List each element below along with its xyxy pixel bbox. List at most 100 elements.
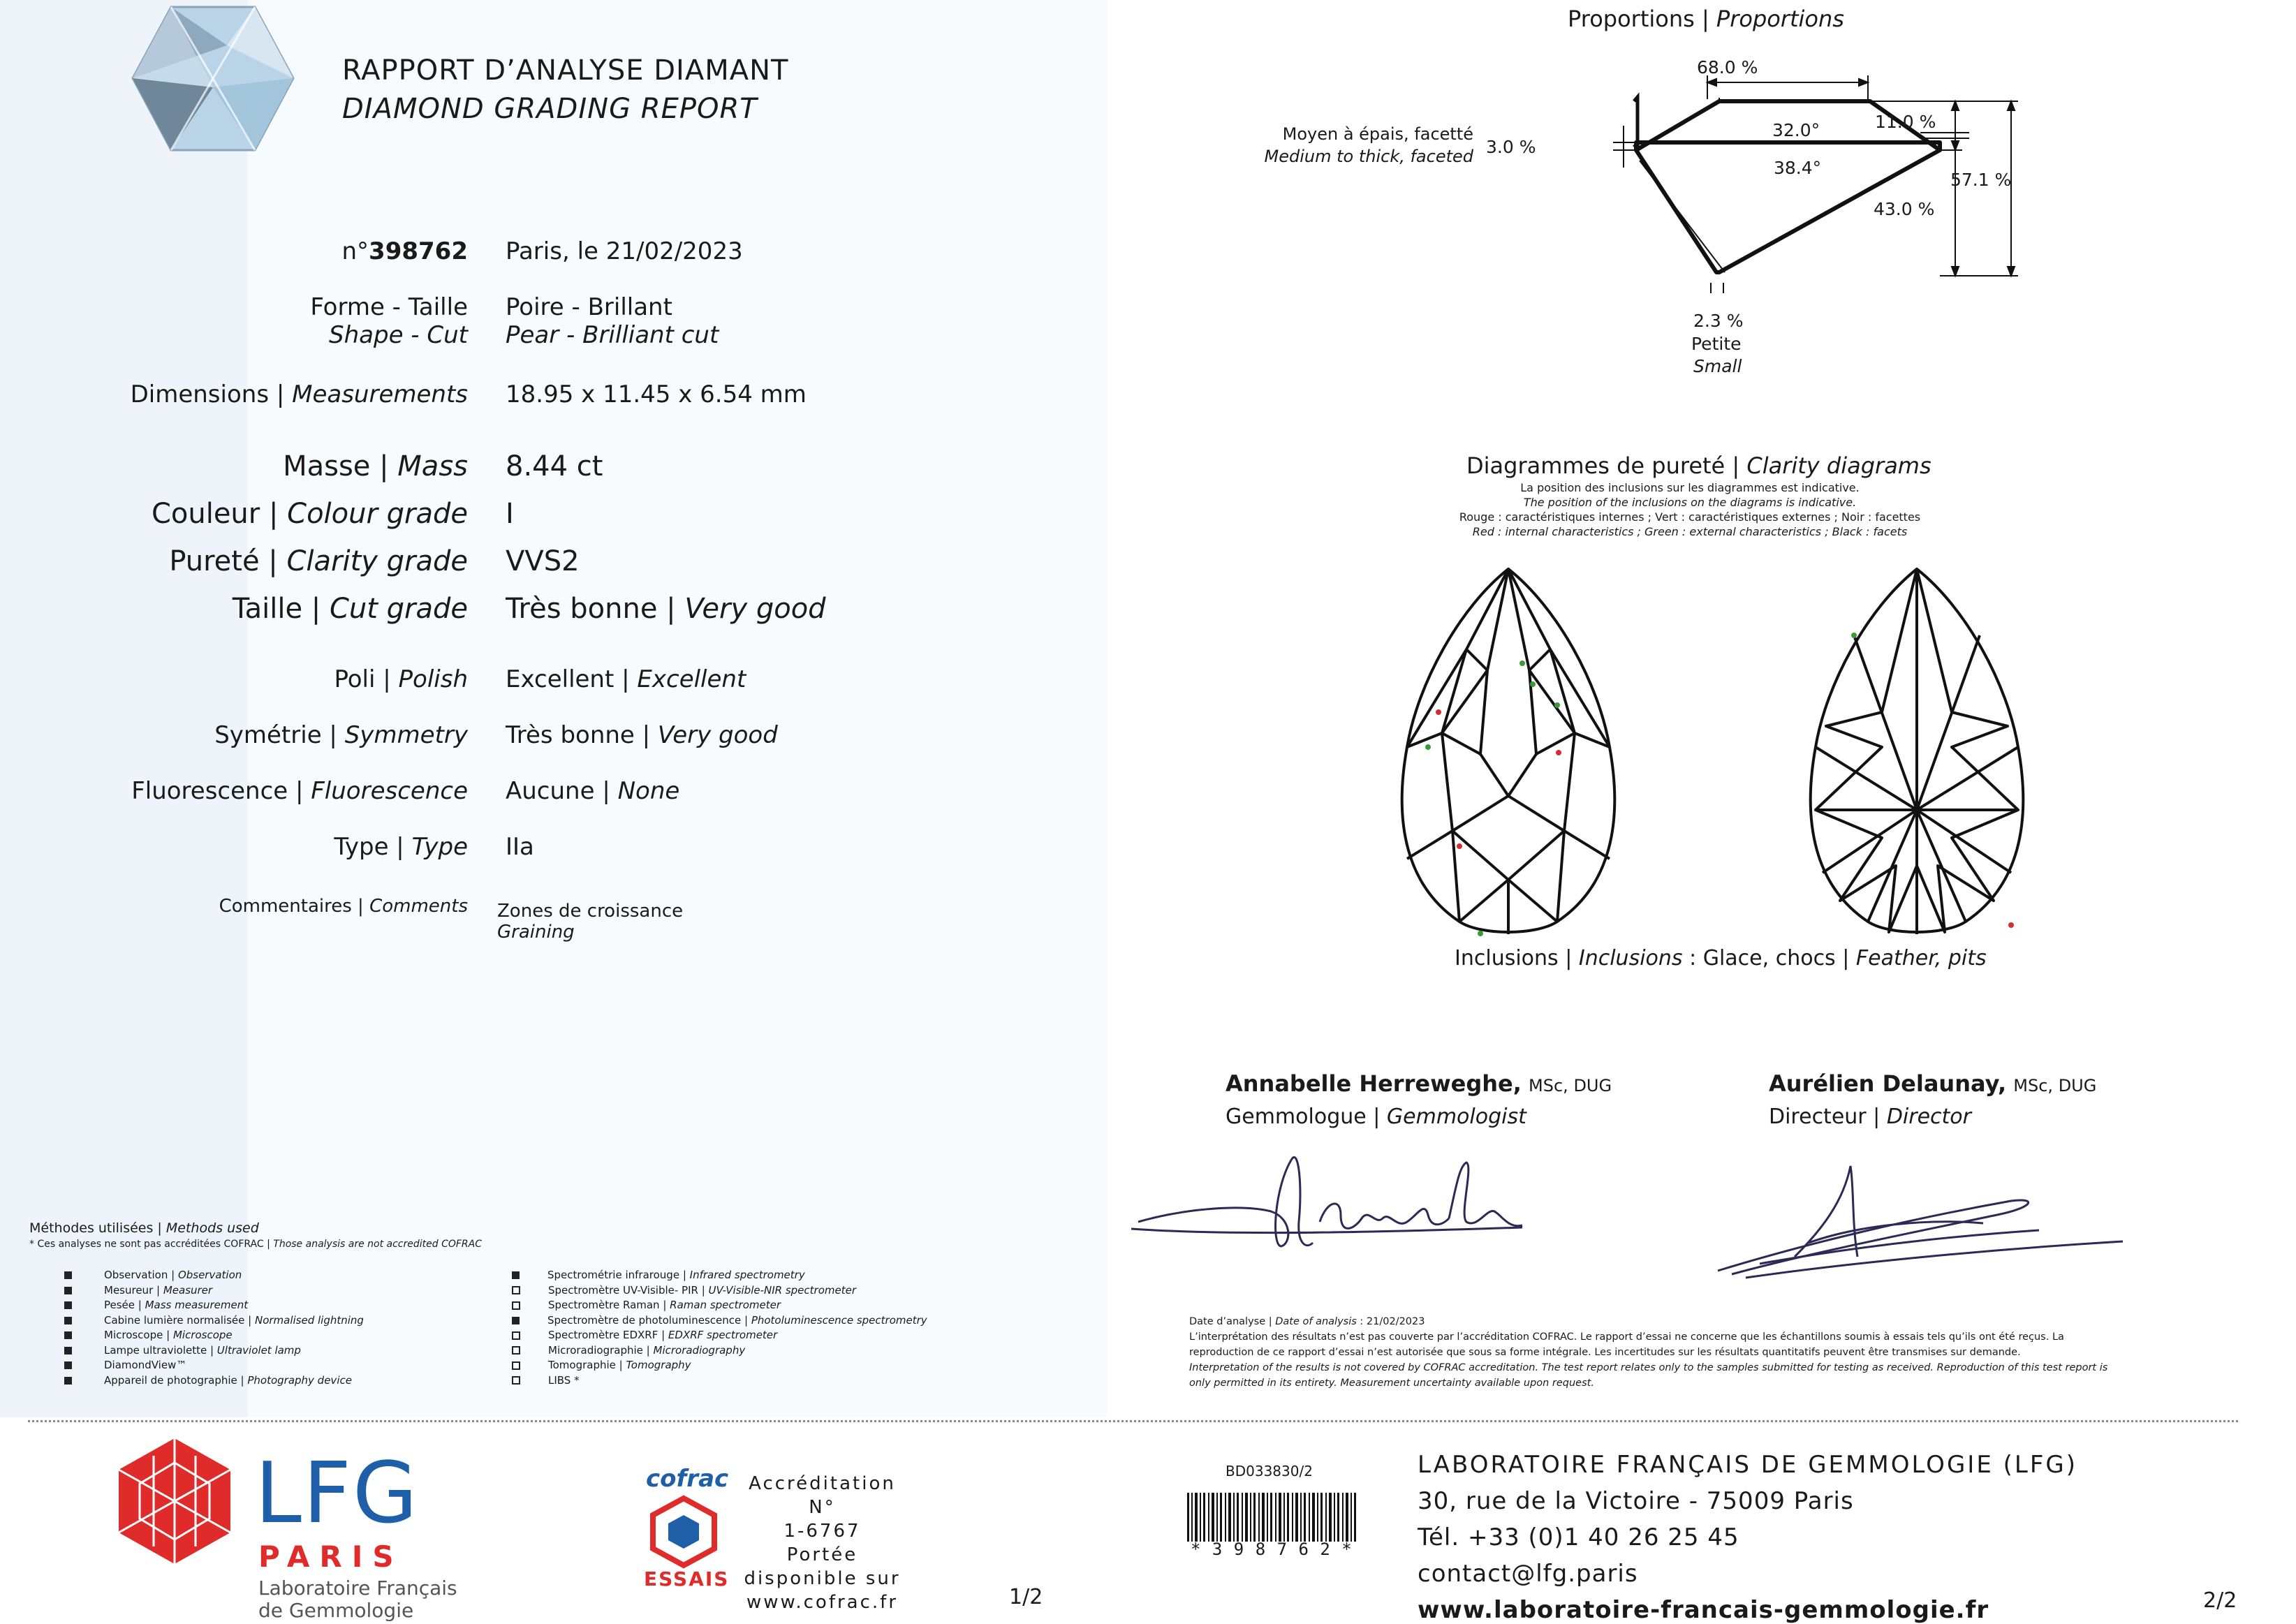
report-number: 398762 xyxy=(369,237,468,265)
left-tint-panel xyxy=(0,0,248,1417)
comments-label: Commentaires | Comments xyxy=(219,896,468,917)
girdle-desc-en: Medium to thick, faceted xyxy=(1264,147,1473,166)
method-item: Lampe ultraviolette | Ultraviolet lamp xyxy=(64,1343,364,1359)
signatory-1: Annabelle Herreweghe, MSc, DUG xyxy=(1226,1070,1612,1097)
barcode-id: BD033830/2 xyxy=(1226,1463,1313,1479)
clarity-title: Diagrammes de pureté | Clarity diagrams xyxy=(1466,452,1931,479)
comments-value-en: Graining xyxy=(497,922,575,943)
girdle-desc-fr: Moyen à épais, facetté xyxy=(1282,124,1473,144)
comments-value-fr: Zones de croissance xyxy=(497,901,684,922)
method-item: Spectromètre EDXRF | EDXRF spectrometer xyxy=(512,1328,927,1343)
method-item: Appareil de photographie | Photography d… xyxy=(64,1373,364,1389)
pavilion-depth: 43.0 % xyxy=(1874,199,1935,219)
lfg-crystal-logo xyxy=(118,1438,231,1564)
girdle-pct: 3.0 % xyxy=(1486,137,1536,157)
methods-note: * Ces analyses ne sont pas accréditées C… xyxy=(29,1239,483,1250)
lab-name: LABORATOIRE FRANÇAIS DE GEMMOLOGIE (LFG) xyxy=(1418,1451,2077,1479)
colour-label: Couleur | Colour grade xyxy=(151,498,468,530)
title-fr: RAPPORT D’ANALYSE DIAMANT xyxy=(342,54,789,87)
lab-website: www.laboratoire-francais-gemmologie.fr xyxy=(1418,1596,1989,1624)
dimensions-label: Dimensions | Measurements xyxy=(130,381,468,408)
cut-label: Taille | Cut grade xyxy=(232,593,468,625)
crown-angle: 32.0° xyxy=(1772,120,1820,140)
legal-block: Date d’analyse | Date of analysis : 21/0… xyxy=(1189,1314,2251,1391)
mid-tint-panel xyxy=(248,0,1107,1417)
report-number-label: n°398762 xyxy=(49,237,468,265)
lab-email: contact@lfg.paris xyxy=(1418,1560,1638,1588)
total-depth: 57.1 % xyxy=(1950,170,2012,190)
title-en: DIAMOND GRADING REPORT xyxy=(342,93,758,125)
report-number-prefix: n° xyxy=(341,237,369,265)
page-number-2: 2/2 xyxy=(2203,1588,2237,1613)
lab-phone: Tél. +33 (0)1 40 26 25 45 xyxy=(1418,1523,1739,1551)
page-number-1: 1/2 xyxy=(1009,1585,1043,1609)
fluorescence-value: Aucune | None xyxy=(506,777,680,805)
methods-left-list: Observation | Observation Mesureur | Mea… xyxy=(64,1268,364,1388)
proportions-diagram xyxy=(1613,75,2018,293)
method-item: Spectromètre UV-Visible- PIR | UV-Visibl… xyxy=(512,1283,927,1299)
place-date: Paris, le 21/02/2023 xyxy=(506,237,743,265)
shape-label-en: Shape - Cut xyxy=(329,321,468,349)
polish-value: Excellent | Excellent xyxy=(506,665,746,693)
pavilion-angle: 38.4° xyxy=(1774,158,1822,178)
cofrac-logo-icon xyxy=(650,1495,717,1569)
cofrac-wordmark: cofrac xyxy=(646,1465,729,1493)
method-item: Spectromètre de photoluminescence | Phot… xyxy=(512,1313,927,1329)
crown-height: 11.0 % xyxy=(1875,112,1936,132)
method-item: Pesée | Mass measurement xyxy=(64,1298,364,1313)
type-label: Type | Type xyxy=(334,833,468,861)
lab-street: 30, rue de la Victoire - 75009 Paris xyxy=(1418,1487,1854,1515)
clarity-notes: La position des inclusions sur les diagr… xyxy=(1459,481,1921,538)
culet-desc-fr: Petite xyxy=(1691,334,1742,354)
culet-desc-en: Small xyxy=(1693,356,1742,376)
lfg-lab-line2: de Gemmologie xyxy=(258,1599,414,1622)
method-item: Tomographie | Tomography xyxy=(512,1358,927,1373)
mass-label: Masse | Mass xyxy=(283,450,468,482)
signatory-2-role: Directeur | Director xyxy=(1769,1105,1971,1129)
clarity-value: VVS2 xyxy=(506,545,580,577)
dimensions-value: 18.95 x 11.45 x 6.54 mm xyxy=(506,381,807,408)
cut-value: Très bonne | Very good xyxy=(506,593,826,625)
table-pct: 68.0 % xyxy=(1697,57,1758,77)
methods-title: Méthodes utilisées | Methods used xyxy=(29,1220,259,1236)
footer-divider xyxy=(28,1420,2238,1422)
proportions-title: Proportions | Proportions xyxy=(1568,6,1844,32)
signature-1-image xyxy=(1131,1156,1523,1248)
shape-value-en: Pear - Brilliant cut xyxy=(506,321,719,349)
inclusions-line: Inclusions | Inclusions : Glace, chocs |… xyxy=(1455,946,1987,970)
symmetry-label: Symétrie | Symmetry xyxy=(214,721,468,749)
shape-label-fr: Forme - Taille xyxy=(310,293,468,321)
pavilion-view-diagram xyxy=(1809,568,2025,934)
method-item: Cabine lumière normalisée | Normalised l… xyxy=(64,1313,364,1329)
lfg-paris: PARIS xyxy=(258,1540,404,1574)
signatory-1-role: Gemmologue | Gemmologist xyxy=(1226,1105,1526,1129)
method-item: Mesureur | Measurer xyxy=(64,1283,364,1299)
barcode-text: * 3 9 8 7 6 2 * xyxy=(1191,1540,1353,1559)
fluorescence-label: Fluorescence | Fluorescence xyxy=(131,777,468,805)
lfg-wordmark: LFG xyxy=(255,1445,419,1542)
method-item: Microscope | Microscope xyxy=(64,1328,364,1343)
method-item: DiamondView™ xyxy=(64,1358,364,1373)
cofrac-essais: ESSAIS xyxy=(644,1567,730,1590)
polish-label: Poli | Polish xyxy=(334,665,468,693)
methods-right-list: Spectrométrie infrarouge | Infrared spec… xyxy=(512,1268,927,1388)
cofrac-accreditation: Accréditation N° 1-6767 Portée disponibl… xyxy=(744,1473,901,1613)
culet-pct: 2.3 % xyxy=(1693,311,1744,331)
method-item: Spectrométrie infrarouge | Infrared spec… xyxy=(512,1268,927,1283)
signatory-2: Aurélien Delaunay, MSc, DUG xyxy=(1769,1070,2097,1097)
shape-value-fr: Poire - Brillant xyxy=(506,293,672,321)
method-item: Microradiographie | Microradiography xyxy=(512,1343,927,1359)
signature-2-image xyxy=(1717,1165,2124,1279)
crown-view-diagram xyxy=(1400,568,1617,936)
method-item: Observation | Observation xyxy=(64,1268,364,1283)
symmetry-value: Très bonne | Very good xyxy=(506,721,778,749)
analysis-date: Date d’analyse | Date of analysis : 21/0… xyxy=(1189,1316,1425,1327)
method-item: Spectromètre Raman | Raman spectrometer xyxy=(512,1298,927,1313)
lfg-lab-line1: Laboratoire Français xyxy=(258,1577,457,1600)
barcode-image xyxy=(1187,1493,1356,1542)
hologram-hexagon-icon xyxy=(131,6,295,152)
colour-value: I xyxy=(506,498,514,530)
mass-value: 8.44 ct xyxy=(506,450,603,482)
clarity-label: Pureté | Clarity grade xyxy=(169,545,468,577)
type-value: IIa xyxy=(506,833,534,861)
